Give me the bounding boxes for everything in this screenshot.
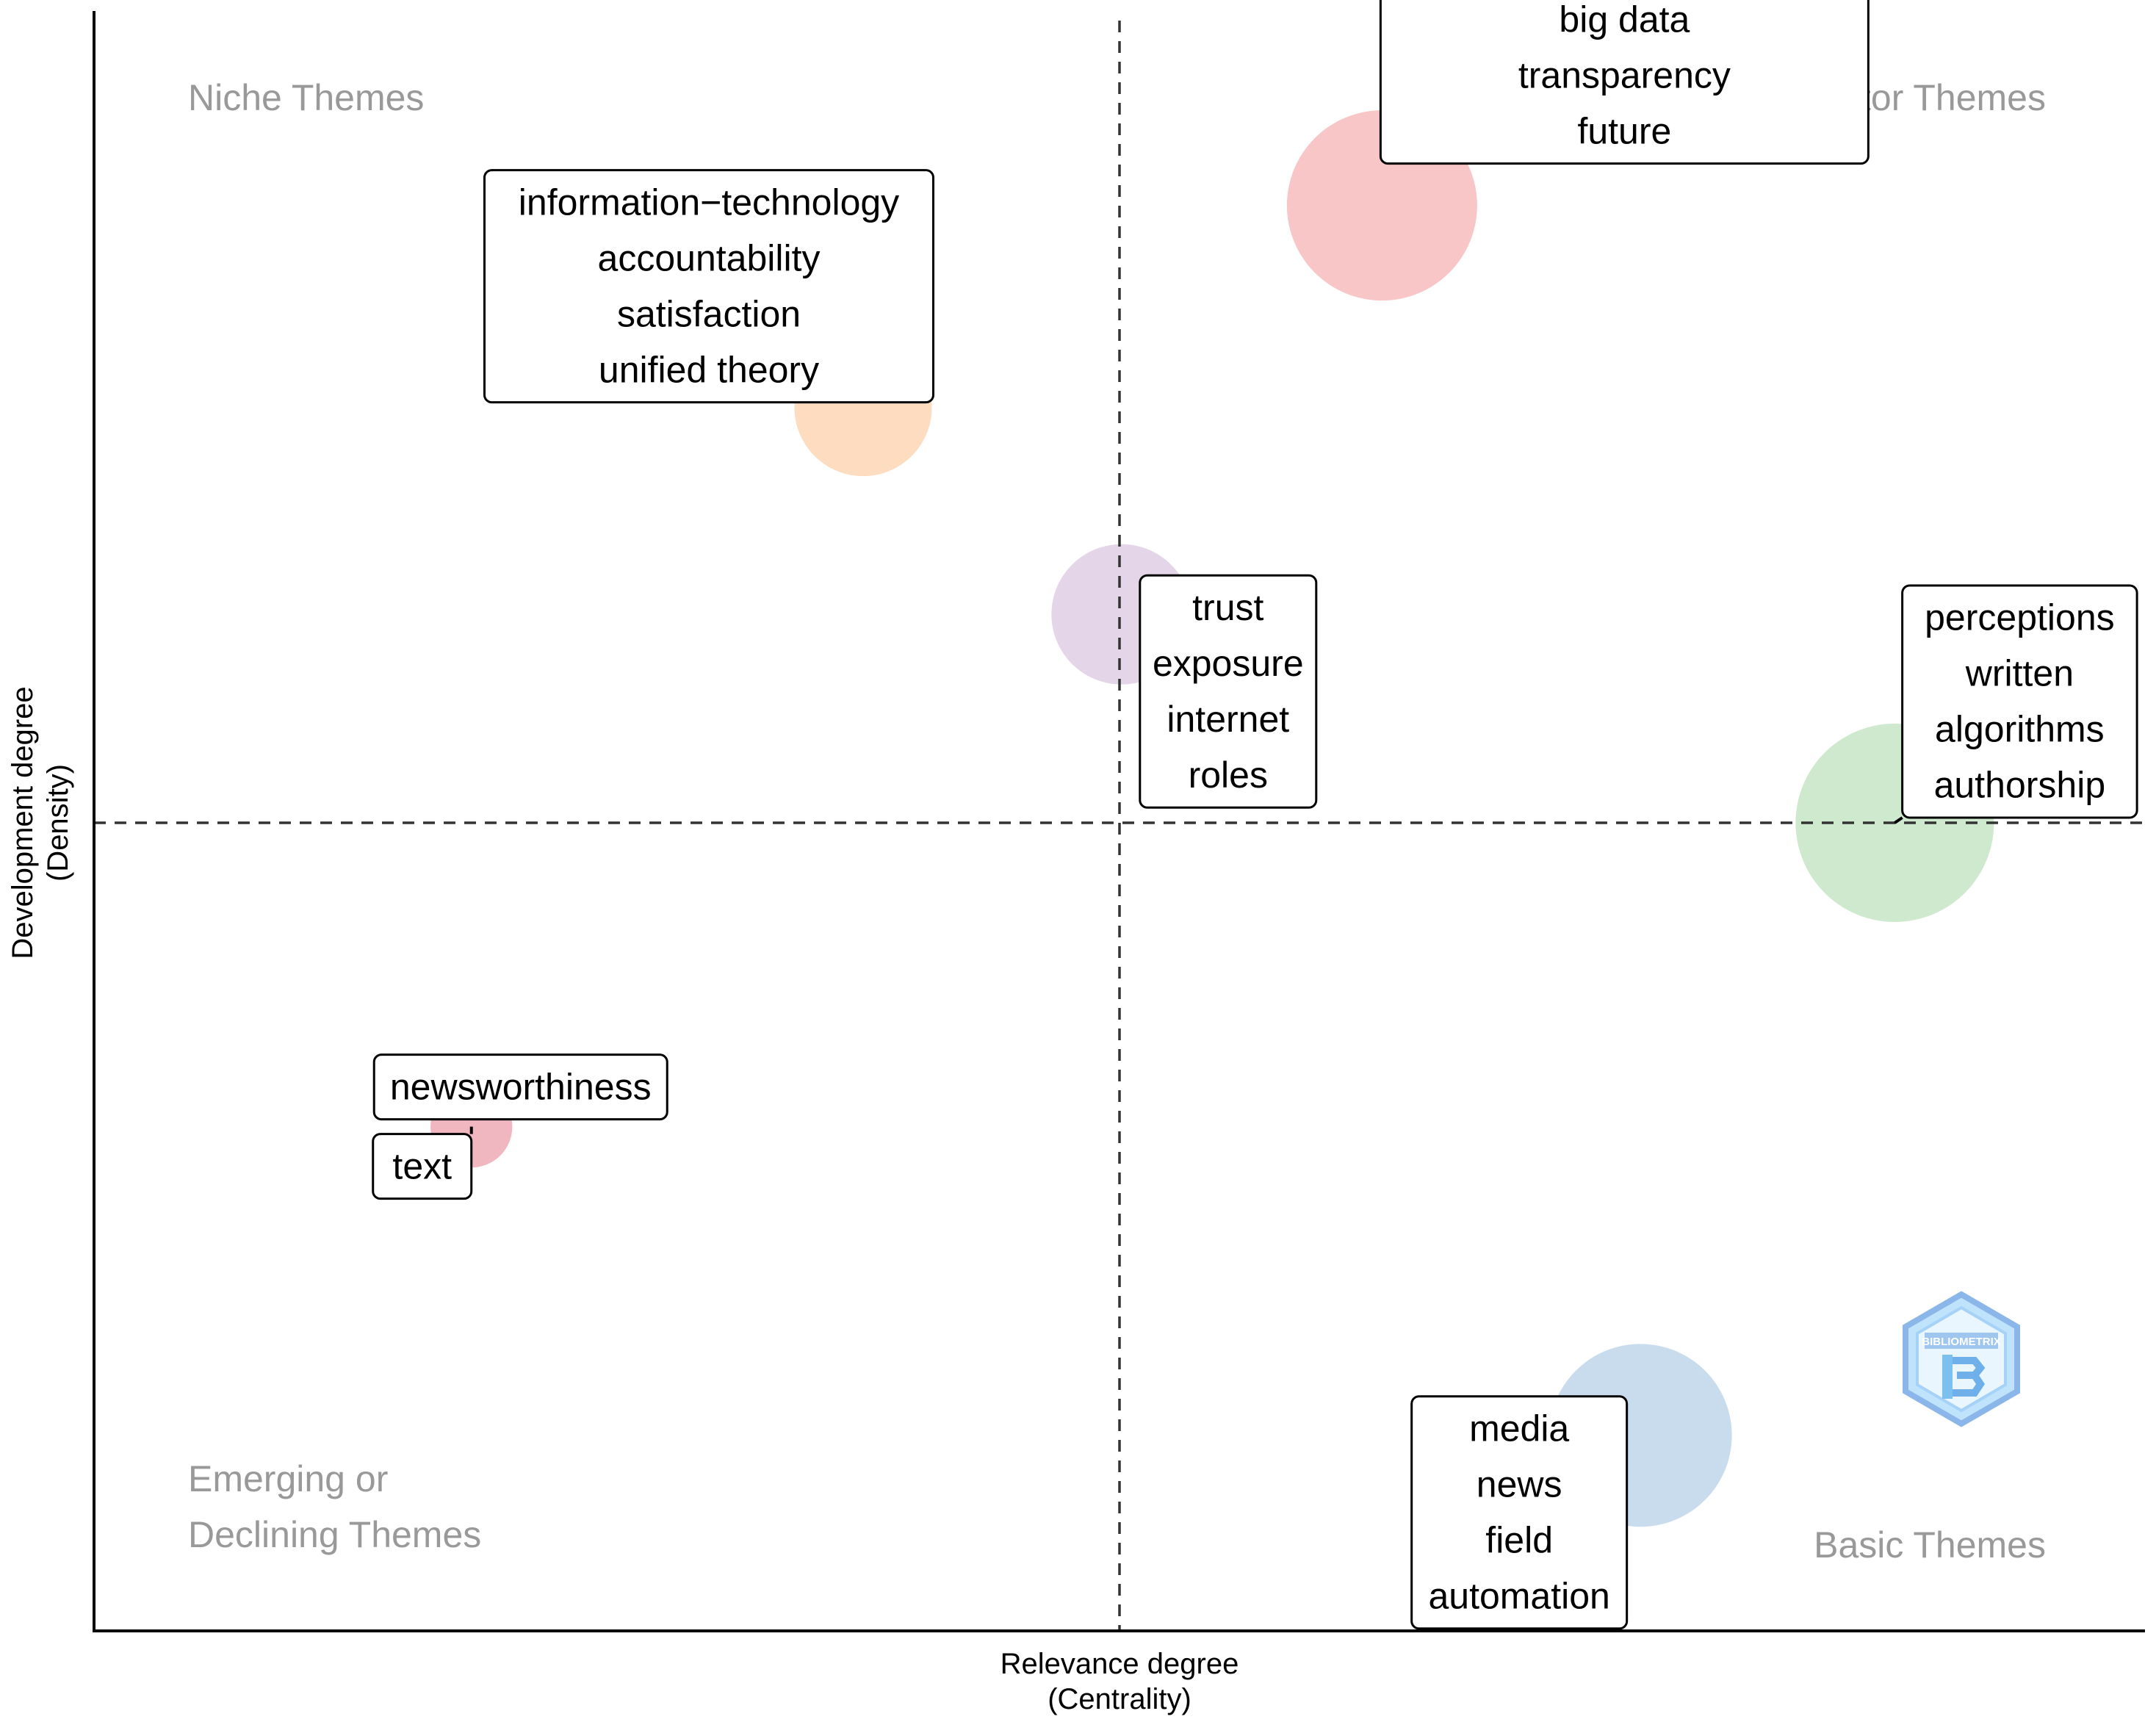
watermark-text: BIBLIOMETRIX bbox=[1922, 1336, 2001, 1348]
cluster-label-text: accountability bbox=[598, 237, 821, 278]
cluster-label-text: trust bbox=[1192, 587, 1263, 628]
cluster-label-text: field bbox=[1485, 1520, 1553, 1561]
axes bbox=[93, 11, 2145, 1632]
label-box bbox=[1410, 1395, 1629, 1630]
cluster-label-text: perceptions bbox=[1925, 597, 2115, 638]
cluster-label-text: written bbox=[1965, 653, 2074, 694]
cluster-label-text: future bbox=[1577, 110, 1671, 151]
cluster-label-text: newsworthiness bbox=[390, 1066, 652, 1107]
bibliometrix-logo: BIBLIOMETRIX bbox=[1903, 1291, 2020, 1427]
label-box bbox=[483, 169, 934, 404]
label-box bbox=[1901, 584, 2138, 819]
cluster-label-text: information−technology bbox=[519, 181, 899, 223]
quadrant-label: Declining Themes bbox=[188, 1514, 481, 1555]
cluster-label-text: roles bbox=[1189, 754, 1268, 796]
x-axis-title: (Centrality) bbox=[1048, 1683, 1191, 1715]
cluster-label-text: transparency bbox=[1518, 54, 1731, 96]
label-box bbox=[1379, 0, 1870, 165]
y-axis-title: Development degree bbox=[7, 686, 39, 959]
quadrant-label: Basic Themes bbox=[1814, 1524, 2046, 1566]
label-box bbox=[1139, 574, 1318, 809]
x-axis-title: Relevance degree bbox=[1001, 1648, 1239, 1680]
axis-titles: Relevance degree(Centrality) Development … bbox=[7, 686, 1239, 1715]
cluster-label-text: unified theory bbox=[599, 349, 819, 390]
cluster-label-text: authorship bbox=[1934, 765, 2106, 806]
cluster-label-text: algorithms bbox=[1935, 709, 2105, 750]
cluster-label-text: internet bbox=[1167, 699, 1289, 740]
cluster-label-text: exposure bbox=[1153, 643, 1304, 684]
reference-lines bbox=[94, 21, 2145, 1631]
quadrant-label: Niche Themes bbox=[188, 77, 424, 118]
cluster-label-text: big data bbox=[1559, 0, 1690, 40]
cluster-label-text: media bbox=[1469, 1408, 1569, 1449]
label-box bbox=[372, 1133, 473, 1200]
cluster-labels: computational journalismbig datatranspar… bbox=[372, 0, 2138, 1630]
label-leader-line bbox=[1894, 816, 1903, 824]
cluster-label-text: text bbox=[392, 1145, 452, 1186]
cluster-label-text: automation bbox=[1428, 1576, 1609, 1617]
cluster-label-text: news bbox=[1477, 1464, 1562, 1505]
quadrant-label: Emerging or bbox=[188, 1458, 388, 1499]
cluster-label-text: satisfaction bbox=[617, 293, 801, 334]
y-axis-title: (Density) bbox=[42, 764, 74, 882]
label-box bbox=[372, 1053, 668, 1121]
